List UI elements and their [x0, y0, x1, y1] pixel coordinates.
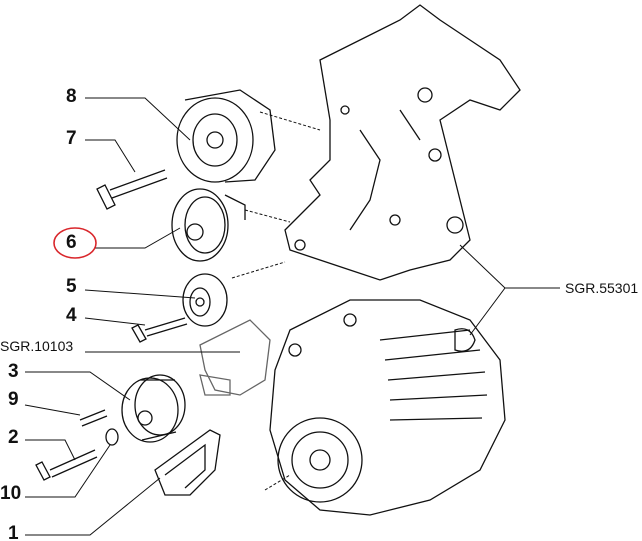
callout-1[interactable]: 1: [8, 523, 19, 541]
bolt-part-4: [131, 317, 188, 343]
bolt-part-2: [35, 449, 98, 481]
highlight-circle: [53, 227, 97, 259]
callout-7[interactable]: 7: [66, 128, 77, 149]
callout-5[interactable]: 5: [66, 276, 77, 297]
mounting-bracket: [284, 4, 521, 281]
tensioner-part-8: [176, 89, 276, 183]
reference-sgr-10103[interactable]: SGR.10103: [0, 338, 74, 354]
callout-6[interactable]: 6: [66, 232, 77, 253]
reference-sgr-55301[interactable]: SGR.55301: [565, 280, 639, 296]
bolt-part-7: [96, 169, 168, 210]
pulley-part-3: [121, 374, 186, 443]
callout-10[interactable]: 10: [0, 483, 22, 504]
belt-part-1: [154, 429, 221, 496]
callout-3[interactable]: 3: [8, 361, 19, 382]
callout-8[interactable]: 8: [66, 86, 77, 107]
callout-4[interactable]: 4: [66, 305, 77, 326]
pulley-part-5: [182, 273, 228, 327]
bolt-part-9: [79, 409, 108, 427]
leader-lines: [24, 97, 560, 536]
washer-part-10: [105, 428, 119, 446]
callout-9[interactable]: 9: [8, 389, 19, 410]
shaft-sgr-10103: [199, 319, 271, 396]
alternator: [269, 299, 506, 516]
callout-2[interactable]: 2: [8, 427, 19, 448]
pulley-part-6: [171, 188, 246, 262]
